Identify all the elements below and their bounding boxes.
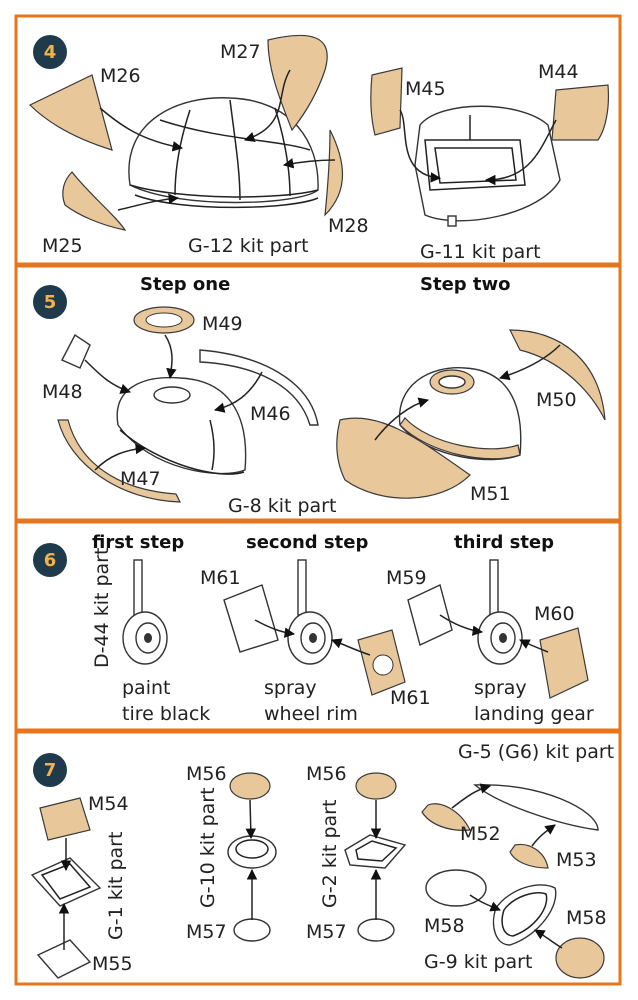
panel-4: 4 M26 M27 M28 M25 G-12 kit part xyxy=(14,14,622,266)
label-m48: M48 xyxy=(42,381,83,403)
second-step-title: second step xyxy=(246,532,368,553)
step-one-title: Step one xyxy=(140,274,230,295)
part-g5 xyxy=(473,784,599,831)
label-d44: D-44 kit part xyxy=(91,548,113,668)
label-tire: tire black xyxy=(122,703,210,725)
label-g1: G-1 kit part xyxy=(105,832,127,940)
label-m25: M25 xyxy=(42,235,83,257)
mask-m54 xyxy=(39,797,91,841)
mask-m51 xyxy=(336,417,471,499)
step-badge xyxy=(33,543,67,577)
label-spray-2: spray xyxy=(474,677,527,699)
label-m47: M47 xyxy=(120,468,161,490)
first-step-title: first step xyxy=(92,532,184,553)
mask-m60 xyxy=(539,627,589,699)
step-badge xyxy=(33,35,67,69)
label-m55: M55 xyxy=(92,953,133,975)
label-g9: G-9 kit part xyxy=(424,951,532,973)
label-landing-gear: landing gear xyxy=(474,703,594,725)
label-m49: M49 xyxy=(202,313,243,335)
label-m58-right: M58 xyxy=(566,907,607,929)
label-spray-1: spray xyxy=(264,677,317,699)
label-m46: M46 xyxy=(250,403,291,425)
mask-m61-left xyxy=(223,584,279,653)
label-g11: G-11 kit part xyxy=(420,241,541,263)
mask-m53 xyxy=(509,843,549,869)
mask-m26 xyxy=(28,74,113,151)
label-m60: M60 xyxy=(534,603,575,625)
label-m53: M53 xyxy=(556,849,597,871)
label-m59: M59 xyxy=(386,567,427,589)
step-number: 5 xyxy=(44,292,57,313)
step-badge xyxy=(33,285,67,319)
label-g2: G-2 kit part xyxy=(319,800,341,908)
mask-m57-a xyxy=(233,918,271,942)
landing-gear-2 xyxy=(287,559,333,665)
step-number: 4 xyxy=(44,42,57,63)
panel-frame xyxy=(14,730,622,986)
mask-m56-b xyxy=(355,772,397,800)
step-number: 7 xyxy=(44,760,57,781)
panel-frame xyxy=(14,14,622,266)
step-number: 6 xyxy=(44,550,57,571)
label-m57-a: M57 xyxy=(186,921,227,943)
part-g2 xyxy=(344,834,407,869)
landing-gear-1 xyxy=(122,559,168,665)
hood-part xyxy=(414,105,561,227)
third-step-title: third step xyxy=(454,532,554,553)
mask-m28 xyxy=(324,129,344,217)
label-g5: G-5 (G6) kit part xyxy=(458,741,614,763)
mask-m58-left xyxy=(425,869,487,907)
mask-m48 xyxy=(61,333,91,369)
mask-m52 xyxy=(421,803,471,831)
label-m61-left: M61 xyxy=(200,567,241,589)
mask-m49-hole xyxy=(145,312,183,328)
label-m54: M54 xyxy=(88,793,129,815)
label-g8: G-8 kit part xyxy=(228,495,336,517)
label-g10: G-10 kit part xyxy=(197,787,219,908)
label-m56-b: M56 xyxy=(306,763,347,785)
mask-m45 xyxy=(370,67,403,136)
label-wheel-rim: wheel rim xyxy=(264,703,358,725)
label-m52: M52 xyxy=(460,823,501,845)
panel-6: 6 first step second step third step D-44… xyxy=(14,520,622,732)
label-m56-a: M56 xyxy=(186,763,227,785)
mask-m55 xyxy=(36,939,92,979)
label-m50: M50 xyxy=(536,389,577,411)
part-g9 xyxy=(492,884,557,946)
label-m28: M28 xyxy=(328,215,369,237)
panel-frame xyxy=(14,264,622,522)
mask-m47 xyxy=(57,419,181,503)
landing-gear-3 xyxy=(477,559,523,665)
label-m51: M51 xyxy=(470,483,511,505)
mask-m46 xyxy=(199,349,319,426)
panel-5: 5 Step one Step two M49 M48 M46 M47 G-8 … xyxy=(14,264,622,522)
label-m26: M26 xyxy=(100,65,141,87)
mask-m44 xyxy=(551,84,610,141)
mask-m50 xyxy=(509,329,606,421)
part-g10 xyxy=(227,835,277,869)
step-badge xyxy=(33,753,67,787)
mask-m57-b xyxy=(357,918,395,942)
label-m61-right: M61 xyxy=(390,687,431,709)
cowl-part-step-two xyxy=(398,367,522,461)
panel-frame xyxy=(14,520,622,732)
part-g1 xyxy=(30,857,102,907)
label-m27: M27 xyxy=(220,41,261,63)
label-g12: G-12 kit part xyxy=(188,235,309,257)
mask-m58-right xyxy=(555,937,605,979)
mask-m25 xyxy=(62,171,127,231)
step-two-title: Step two xyxy=(420,274,511,295)
label-m45: M45 xyxy=(405,78,446,100)
label-m58-left: M58 xyxy=(424,915,465,937)
cowl-part xyxy=(116,376,247,475)
label-m57-b: M57 xyxy=(306,921,347,943)
label-m44: M44 xyxy=(538,61,579,83)
mask-m27 xyxy=(267,34,328,132)
mask-m56-a xyxy=(229,772,271,800)
mask-m59 xyxy=(407,584,453,646)
panel-7: 7 M54 G-1 kit part M55 M56 G-10 kit part… xyxy=(14,730,622,986)
label-paint: paint xyxy=(122,677,170,699)
